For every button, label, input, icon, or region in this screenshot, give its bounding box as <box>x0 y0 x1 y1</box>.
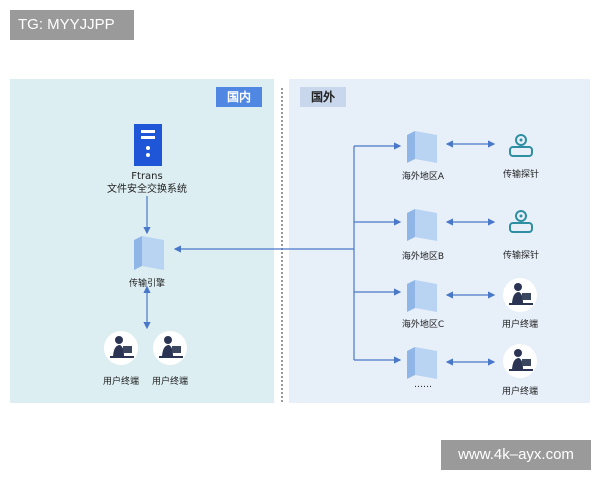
region-b-label: 海外地区B <box>401 252 445 262</box>
user-terminal-icon <box>503 278 537 312</box>
watermark-top-left: TG: MYYJJPP <box>10 10 134 40</box>
user-label: 用户终端 <box>102 377 139 387</box>
region-c-label: 海外地区C <box>401 320 445 330</box>
user-terminal-icon <box>503 344 537 378</box>
user-terminal-icon <box>153 331 187 365</box>
probe-icon <box>507 208 535 236</box>
overseas-tag: 国外 <box>300 87 346 107</box>
ftrans-title: Ftrans <box>131 171 163 182</box>
region-b-server-icon <box>407 209 439 241</box>
user-label: 用户终端 <box>501 387 538 397</box>
engine-label: 传输引擎 <box>128 279 165 289</box>
overseas-panel <box>289 79 590 403</box>
user-label: 用户终端 <box>151 377 188 387</box>
ftrans-server-icon <box>134 124 162 166</box>
region-d-label: …… <box>414 380 432 390</box>
probe-icon <box>507 132 535 160</box>
region-a-server-icon <box>407 131 439 163</box>
probe-label: 传输探针 <box>502 251 539 261</box>
user-terminal-icon <box>104 331 138 365</box>
ftrans-subtitle: 文件安全交换系统 <box>107 184 187 195</box>
region-d-server-icon <box>407 347 439 379</box>
engine-server-icon <box>134 236 164 270</box>
region-c-server-icon <box>407 280 439 312</box>
region-a-label: 海外地区A <box>401 172 445 182</box>
probe-label: 传输探针 <box>502 170 539 180</box>
watermark-bottom-right: www.4k–ayx.com <box>441 440 591 470</box>
user-label: 用户终端 <box>501 320 538 330</box>
domestic-tag: 国内 <box>216 87 262 107</box>
